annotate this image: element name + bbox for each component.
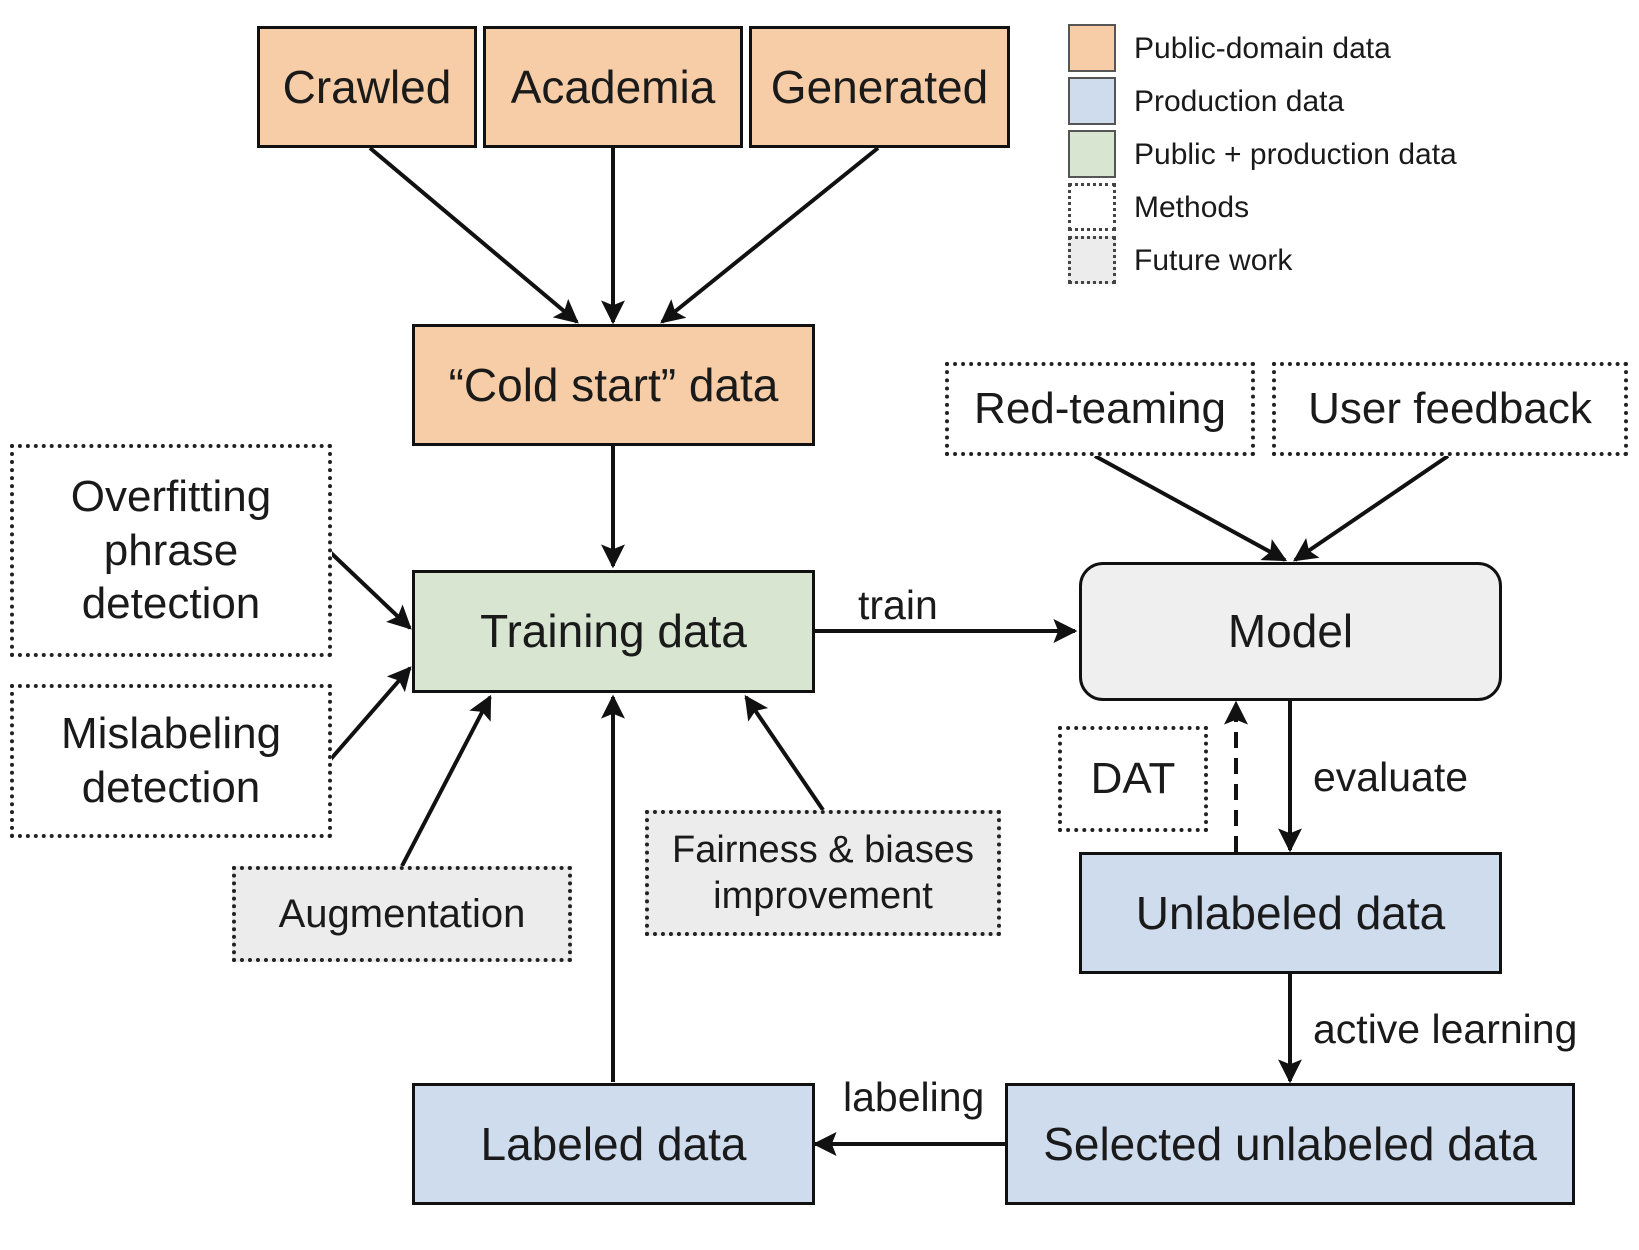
- node-training-data: Training data: [412, 570, 815, 693]
- edge-generated-to-cold-start: [660, 146, 880, 324]
- edge-label-labeling: labeling: [843, 1074, 985, 1120]
- legend-label-production: Production data: [1134, 85, 1345, 118]
- legend-item-public-production: Public + production data: [1068, 130, 1528, 178]
- legend-label-methods: Methods: [1134, 191, 1250, 224]
- overfitting-line-1: Overfitting: [70, 471, 272, 521]
- node-model-label: Model: [1227, 605, 1354, 658]
- node-cold-start: “Cold start” data: [412, 324, 815, 446]
- fairness-line-2: improvement: [713, 875, 933, 917]
- overfitting-line-2: phrase: [103, 525, 239, 575]
- legend-label-public-domain: Public-domain data: [1134, 32, 1391, 65]
- node-user-feedback: User feedback: [1272, 362, 1628, 456]
- node-academia-label: Academia: [510, 60, 716, 113]
- legend-swatch-production: [1068, 77, 1116, 125]
- node-fairness-improvement: Fairness & biases improvement: [645, 810, 1001, 936]
- overfitting-line-3: detection: [81, 579, 261, 629]
- node-generated: Generated: [749, 26, 1010, 148]
- edge-red-teaming-to-model: [1094, 454, 1288, 562]
- edge-user-feedback-to-model: [1293, 454, 1450, 562]
- fairness-line-1: Fairness & biases: [671, 828, 974, 871]
- node-training-data-label: Training data: [480, 605, 747, 658]
- mislabeling-line-2: detection: [81, 763, 261, 812]
- legend-swatch-public-domain: [1068, 24, 1116, 72]
- edge-mislabeling-to-training: [328, 666, 412, 762]
- legend-swatch-future-work: [1068, 236, 1116, 284]
- legend-swatch-public-production: [1068, 130, 1116, 178]
- node-selected-unlabeled-data-label: Selected unlabeled data: [1043, 1117, 1537, 1170]
- node-generated-label: Generated: [770, 60, 989, 113]
- edge-label-train: train: [858, 582, 938, 628]
- edge-label-active-learning: active learning: [1313, 1006, 1578, 1052]
- node-crawled: Crawled: [257, 26, 477, 148]
- node-dat-label: DAT: [1090, 754, 1176, 804]
- mislabeling-line-1: Mislabeling: [60, 709, 282, 759]
- node-model: Model: [1079, 562, 1502, 701]
- node-dat: DAT: [1058, 726, 1208, 832]
- edge-overfitting-to-training: [328, 550, 412, 630]
- legend-label-future-work: Future work: [1134, 244, 1293, 277]
- node-user-feedback-label: User feedback: [1308, 384, 1592, 434]
- node-red-teaming: Red-teaming: [945, 362, 1255, 456]
- legend: Public-domain data Production data Publi…: [1068, 24, 1528, 290]
- node-red-teaming-label: Red-teaming: [974, 384, 1226, 434]
- edge-crawled-to-cold-start: [368, 146, 579, 324]
- legend-item-methods: Methods: [1068, 183, 1528, 231]
- node-mislabeling-detection: Mislabeling detection: [10, 684, 332, 838]
- edge-augmentation-to-training: [400, 694, 492, 867]
- legend-item-public-domain: Public-domain data: [1068, 24, 1528, 72]
- node-augmentation-label: Augmentation: [278, 891, 526, 936]
- legend-item-future-work: Future work: [1068, 236, 1528, 284]
- node-overfitting-detection: Overfitting phrase detection: [10, 444, 332, 657]
- edge-fairness-to-training: [744, 695, 825, 812]
- node-labeled-data: Labeled data: [412, 1083, 815, 1205]
- node-augmentation: Augmentation: [232, 866, 572, 962]
- legend-swatch-methods: [1068, 183, 1116, 231]
- node-crawled-label: Crawled: [282, 60, 452, 113]
- legend-label-public-production: Public + production data: [1134, 138, 1457, 171]
- node-cold-start-label: “Cold start” data: [448, 358, 779, 411]
- edge-label-evaluate: evaluate: [1313, 754, 1469, 800]
- node-unlabeled-data: Unlabeled data: [1079, 852, 1502, 974]
- node-academia: Academia: [483, 26, 743, 148]
- node-labeled-data-label: Labeled data: [480, 1117, 747, 1170]
- node-selected-unlabeled-data: Selected unlabeled data: [1005, 1083, 1575, 1205]
- legend-item-production: Production data: [1068, 77, 1528, 125]
- node-unlabeled-data-label: Unlabeled data: [1135, 886, 1446, 939]
